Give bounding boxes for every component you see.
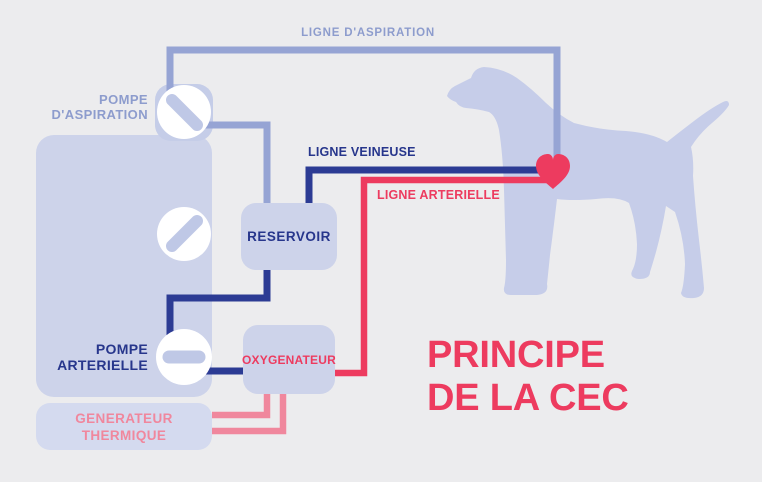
pump-to-reservoir-line — [184, 121, 271, 210]
thermal-generator-label: GENERATEUR THERMIQUE — [75, 410, 173, 443]
heart-icon — [536, 154, 570, 189]
oxygenator-box — [243, 325, 335, 394]
thermal-generator-box — [36, 403, 212, 450]
arterial-pump-label: POMPE ARTERIELLE — [57, 341, 148, 373]
venous-line-label: LIGNE VEINEUSE — [308, 145, 416, 159]
arterial-pump-icon — [156, 329, 212, 385]
arterial-line-label: LIGNE ARTERIELLE — [377, 188, 500, 202]
oxygenator-label: OXYGENATEUR — [242, 352, 336, 367]
thermal-line-1 — [212, 390, 271, 419]
roller-pump-icon — [157, 207, 211, 261]
thermal-line-2 — [212, 390, 287, 435]
aspiration-pump-label: POMPE D'ASPIRATION — [51, 92, 148, 122]
aspiration-pump-icon — [157, 85, 211, 139]
arterial-line — [333, 176, 550, 377]
reservoir-box — [241, 203, 337, 270]
page-title: PRINCIPE DE LA CEC — [427, 334, 629, 419]
aspiration-line-label: LIGNE D'ASPIRATION — [301, 27, 435, 39]
dog-silhouette-icon — [447, 67, 729, 299]
reservoir-label: RESERVOIR — [247, 229, 331, 244]
aspiration-line — [166, 46, 561, 170]
